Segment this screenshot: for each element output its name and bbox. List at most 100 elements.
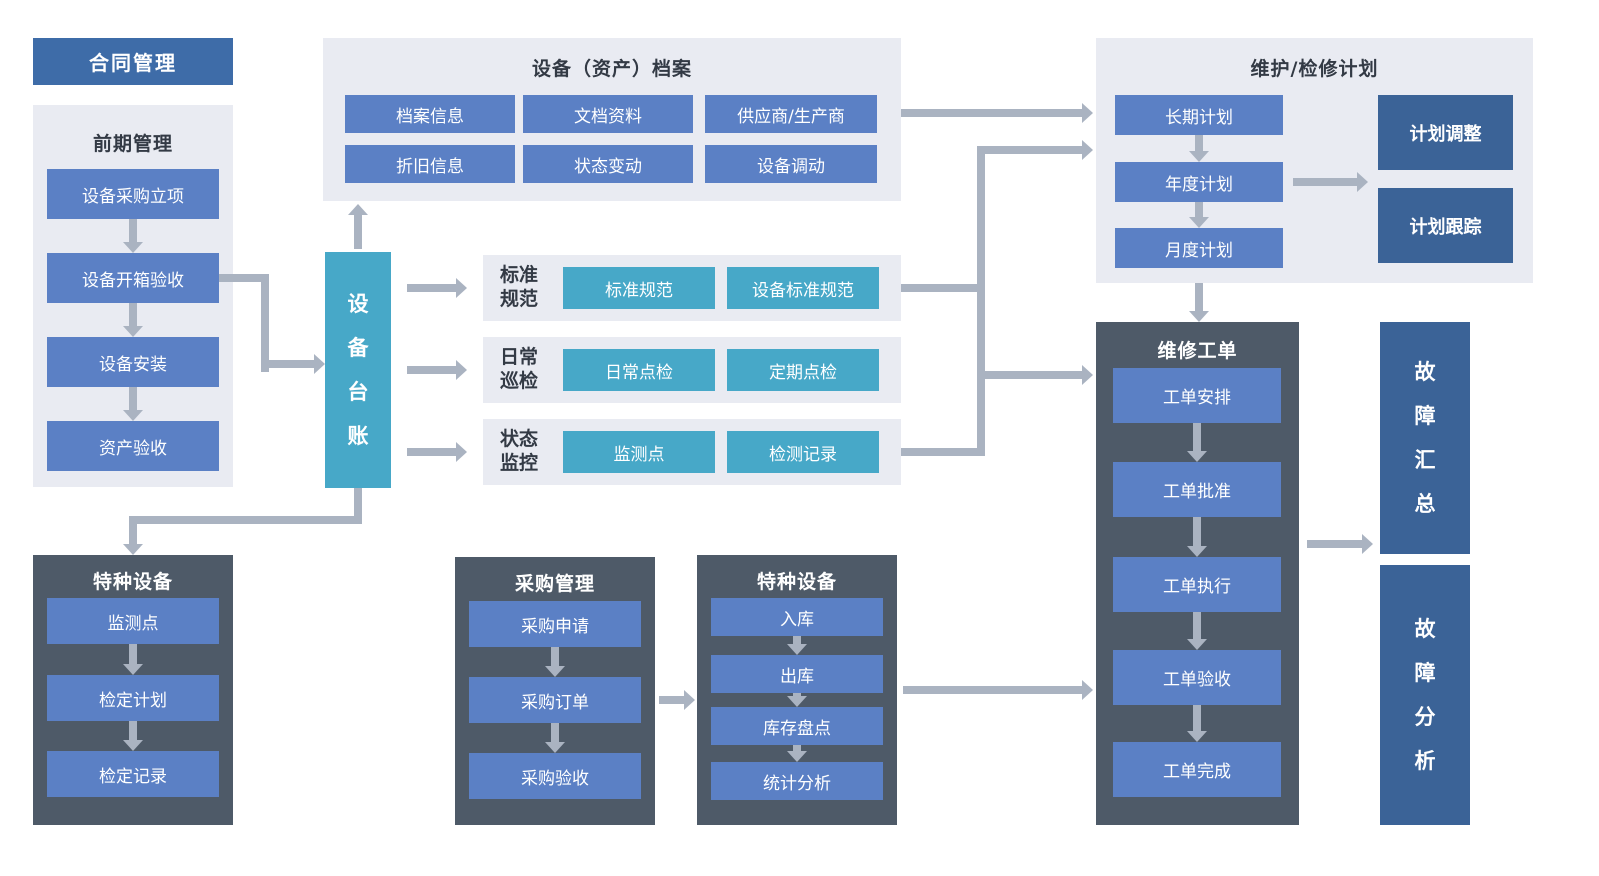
- node-verification-record: 检定记录: [47, 751, 219, 797]
- monitoring-strip-label-text: 状态监控: [499, 428, 538, 474]
- arrow-head: [348, 204, 368, 215]
- arrow-shaft: [983, 146, 1082, 154]
- standards-strip-label: 标准规范: [495, 255, 543, 321]
- node-unboxing-acceptance: 设备开箱验收: [47, 253, 219, 303]
- node-monthly-plan: 月度计划: [1115, 228, 1283, 268]
- arrow-head: [1082, 103, 1093, 123]
- node-purchase-order: 采购订单: [469, 677, 641, 723]
- connector-arrow-up: [348, 204, 368, 249]
- node-purchase-acceptance: 采购验收: [469, 753, 641, 799]
- arrow-head: [1082, 140, 1093, 160]
- arrow-shaft: [983, 371, 1082, 379]
- equipment-ledger-box: 设备台账: [325, 252, 391, 488]
- special-equipment-title: 特种设备: [92, 571, 173, 593]
- node-statistical-analysis: 统计分析: [711, 762, 883, 800]
- connector-arrow-right: [659, 690, 695, 710]
- node-plan-adjustment: 计划调整: [1378, 95, 1513, 170]
- procurement-panel: 采购管理 采购申请 采购订单 采购验收: [455, 557, 655, 825]
- node-work-order-schedule: 工单安排: [1113, 368, 1281, 423]
- connector-arrow-right: [407, 442, 467, 462]
- node-asset-acceptance: 资产验收: [47, 421, 219, 471]
- standards-strip-label-text: 标准规范: [499, 264, 538, 310]
- node-long-term-plan: 长期计划: [1115, 95, 1283, 135]
- arrow-shaft: [1307, 540, 1362, 548]
- arrow-head: [1189, 311, 1209, 322]
- connector-line: [901, 284, 981, 292]
- fault-analysis-label: 故障分析: [1414, 616, 1436, 774]
- archive-title: 设备（资产）档案: [531, 58, 692, 80]
- connector-arrow-right: [903, 680, 1093, 700]
- node-work-order-execution: 工单执行: [1113, 557, 1281, 612]
- monitoring-strip-label: 状态监控: [495, 419, 543, 485]
- special-equipment-panel: 特种设备 监测点 检定计划 检定记录: [33, 555, 233, 825]
- warehouse-panel: 特种设备 入库 出库 库存盘点 统计分析: [697, 555, 897, 825]
- arrow-shaft: [659, 696, 684, 704]
- node-outbound: 出库: [711, 655, 883, 693]
- work-order-title: 维修工单: [1157, 340, 1238, 362]
- connector-arrow-right: [407, 278, 467, 298]
- arrow-shaft: [903, 686, 1082, 694]
- connector-line: [977, 146, 985, 456]
- node-periodic-check: 定期点检: [727, 349, 879, 391]
- arrow-shaft: [1195, 283, 1203, 311]
- node-status-change: 状态变动: [523, 145, 693, 183]
- node-procurement-initiation: 设备采购立项: [47, 169, 219, 219]
- node-annual-plan: 年度计划: [1115, 162, 1283, 202]
- arrow-head: [684, 690, 695, 710]
- inspection-strip-label: 日常巡检: [495, 337, 543, 403]
- node-verification-plan: 检定计划: [47, 675, 219, 721]
- arrow-shaft: [354, 215, 362, 249]
- arrow-shaft: [407, 284, 456, 292]
- inspection-strip-label-text: 日常巡检: [499, 346, 538, 392]
- connector-arrow-right: [261, 354, 325, 374]
- node-inventory-count: 库存盘点: [711, 707, 883, 745]
- arrow-head: [1082, 680, 1093, 700]
- fault-summary-label: 故障汇总: [1414, 359, 1436, 517]
- node-work-order-acceptance: 工单验收: [1113, 650, 1281, 705]
- maintenance-plan-panel: 维护/检修计划 长期计划 年度计划 月度计划 计划调整 计划跟踪: [1096, 38, 1533, 283]
- arrow-head: [456, 278, 467, 298]
- connector-line: [129, 516, 362, 524]
- arrow-shaft: [407, 448, 456, 456]
- arrow-head: [456, 360, 467, 380]
- procurement-title: 采购管理: [514, 573, 595, 595]
- node-depreciation-info: 折旧信息: [345, 145, 515, 183]
- arrow-shaft: [407, 366, 456, 374]
- connector-arrow-right: [1307, 534, 1373, 554]
- node-daily-check: 日常点检: [563, 349, 715, 391]
- node-purchase-request: 采购申请: [469, 601, 641, 647]
- connector-arrow-right: [407, 360, 467, 380]
- monitoring-strip: 状态监控 监测点 检测记录: [483, 419, 901, 485]
- standards-strip: 标准规范 标准规范 设备标准规范: [483, 255, 901, 321]
- connector-arrow-right: [983, 365, 1093, 385]
- arrow-head: [1082, 365, 1093, 385]
- node-monitoring-point: 监测点: [563, 431, 715, 473]
- arrow-head: [1362, 534, 1373, 554]
- node-work-order-approval: 工单批准: [1113, 462, 1281, 517]
- contract-management-header: 合同管理: [33, 38, 233, 85]
- work-order-panel: 维修工单 工单安排 工单批准 工单执行 工单验收 工单完成: [1096, 322, 1299, 825]
- node-archive-info: 档案信息: [345, 95, 515, 133]
- node-document-material: 文档资料: [523, 95, 693, 133]
- arrow-head: [123, 544, 143, 555]
- connector-arrow-down: [1189, 283, 1209, 322]
- arrow-head: [456, 442, 467, 462]
- connector-line: [901, 448, 981, 456]
- pre-stage-panel: 前期管理 设备采购立项 设备开箱验收 设备安装 资产验收: [33, 105, 233, 487]
- warehouse-title: 特种设备: [756, 571, 837, 593]
- node-supplier-manufacturer: 供应商/生产商: [705, 95, 877, 133]
- fault-analysis-box: 故障分析: [1380, 565, 1470, 825]
- arrow-shaft: [901, 109, 1082, 117]
- node-equipment-standard-spec: 设备标准规范: [727, 267, 879, 309]
- fault-summary-box: 故障汇总: [1380, 322, 1470, 554]
- node-plan-tracking: 计划跟踪: [1378, 188, 1513, 263]
- node-detection-record: 检测记录: [727, 431, 879, 473]
- node-work-order-completion: 工单完成: [1113, 742, 1281, 797]
- node-standard-spec: 标准规范: [563, 267, 715, 309]
- archive-panel: 设备（资产）档案 档案信息 文档资料 供应商/生产商 折旧信息 状态变动 设备调…: [323, 38, 901, 201]
- connector-arrow-right: [983, 140, 1093, 160]
- connector-line: [354, 488, 362, 524]
- node-se-monitoring-point: 监测点: [47, 598, 219, 644]
- connector-line: [219, 274, 269, 282]
